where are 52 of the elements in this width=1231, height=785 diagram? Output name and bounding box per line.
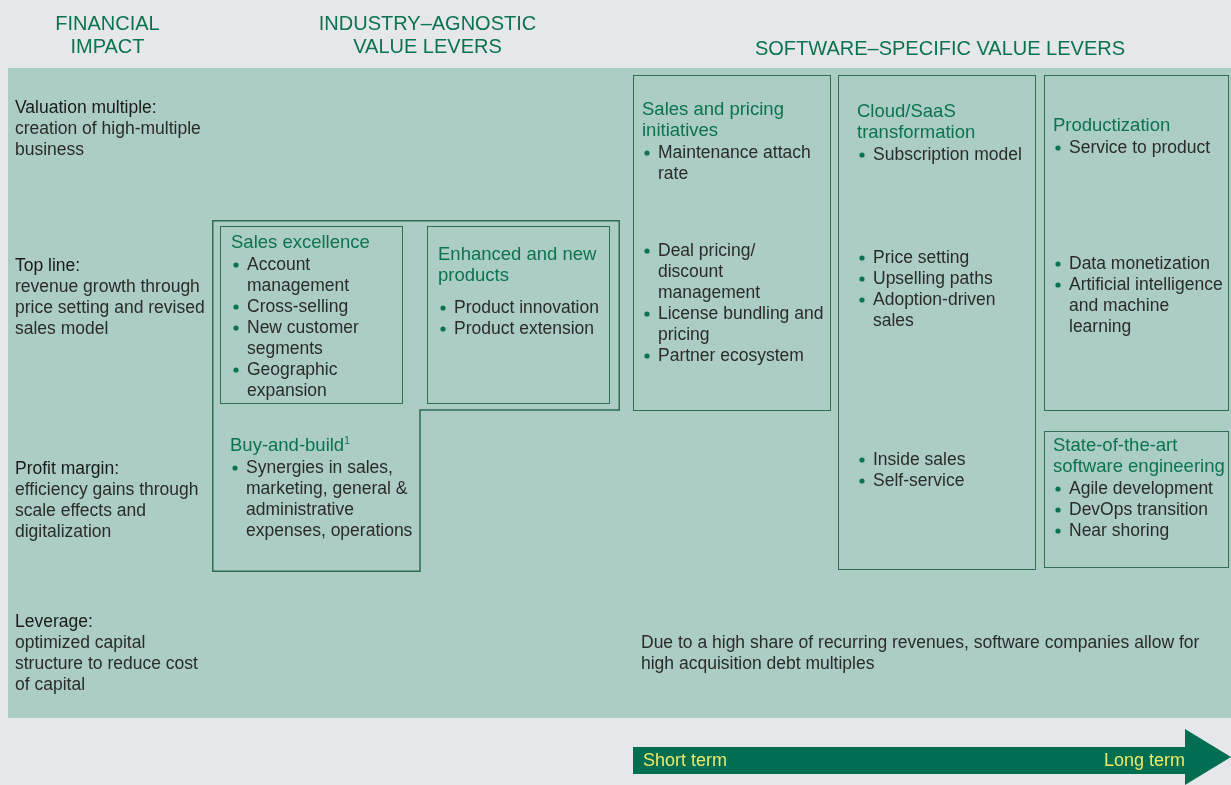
bullet-item: Maintenance attach rate [658, 142, 811, 183]
lever-heading: State-of-the-art software engineering [1053, 434, 1226, 476]
column-header: FINANCIAL IMPACT [54, 12, 161, 58]
row-description: revenue growth through price setting and revised sales model [15, 276, 205, 339]
bullet-item: Upselling paths [873, 268, 993, 288]
lever-heading: Buy-and-build$^{1}$ [230, 433, 351, 456]
bullet-item: Partner ecosystem [658, 345, 804, 365]
bullet-item: Cross-selling [247, 296, 349, 316]
bullet-item: Geographic expansion [247, 359, 338, 400]
lever-box [1044, 75, 1229, 411]
bullet-item: Data monetization [1069, 253, 1211, 273]
lever-box [427, 226, 610, 404]
bullet-item: Adoption-driven sales [873, 289, 996, 330]
note-text: Due to a high share of recurring revenues, software companies allow for high acquisition debt multiples [641, 632, 1201, 674]
row-title: Profit margin: [15, 458, 121, 479]
bullet-item: Account management [247, 254, 350, 295]
bullet-item: Self-service [873, 470, 965, 490]
row-description: efficiency gains through scale effects and digitalization [15, 479, 200, 542]
row-description: creation of high-multiple business [15, 118, 202, 160]
bullet-item: Near shoring [1069, 520, 1170, 540]
bullet-item: Deal pricing/ discount management [658, 240, 761, 302]
bullet-item: Synergies in sales, marketing, general & administrative expenses, operations [246, 457, 413, 541]
bullet-item: Agile development [1069, 478, 1213, 498]
bullet-item: License bundling and pricing [658, 303, 824, 344]
bullet-item: Service to product [1069, 137, 1211, 157]
lever-heading: Sales excellence [231, 231, 371, 252]
bullet-item: Artificial intelligence and machine learning [1069, 274, 1223, 336]
bullet-item: Price setting [873, 247, 970, 267]
column-header: INDUSTRY–AGNOSTIC VALUE LEVERS [317, 12, 538, 58]
time-arrow [633, 729, 1231, 785]
bullet-item: Product innovation [454, 297, 599, 317]
row-title: Top line: [15, 255, 82, 276]
lever-heading: Productization [1053, 114, 1172, 135]
lever-box [220, 226, 403, 404]
bullet-item: Inside sales [873, 449, 966, 469]
l-shaped-lever-box [212, 220, 620, 572]
bullet-item: Subscription model [873, 144, 1022, 164]
bullet-item: Product extension [454, 318, 595, 338]
arrow-label: Short term [643, 749, 728, 771]
arrow-label: Long term [1103, 749, 1185, 771]
lever-box [633, 75, 831, 411]
row-title: Leverage: [15, 611, 94, 632]
row-description: optimized capital structure to reduce cost of capital [15, 632, 199, 695]
lever-box [838, 75, 1036, 570]
bullet-item: DevOps transition [1069, 499, 1209, 519]
lever-heading: Enhanced and new products [438, 243, 598, 285]
lever-box [1044, 431, 1229, 568]
lever-heading: Sales and pricing initiatives [642, 98, 785, 140]
bullet-item: New customer segments [247, 317, 359, 358]
row-title: Valuation multiple: [15, 97, 158, 118]
lever-heading: Cloud/SaaS transformation [857, 100, 977, 142]
column-header: SOFTWARE–SPECIFIC VALUE LEVERS [753, 37, 1127, 60]
